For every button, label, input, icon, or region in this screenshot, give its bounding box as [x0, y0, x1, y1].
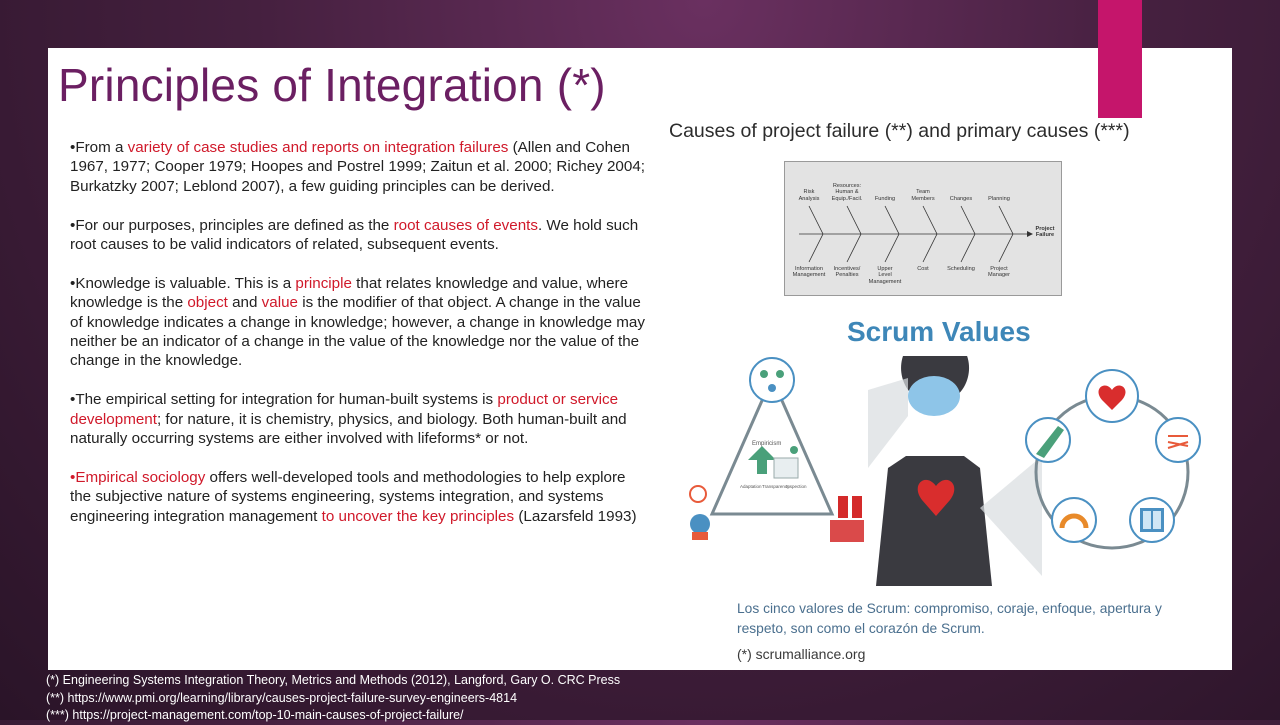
inspection-label: Inspection	[786, 484, 807, 489]
adaptation-icon	[689, 485, 710, 540]
text-run: . We hold such root causes to be valid i…	[70, 216, 639, 254]
text-run: is the modifier of that object. A change…	[70, 294, 645, 370]
highlighted-phrase: •Empirical sociology	[70, 468, 206, 486]
fishbone-ribs	[808, 205, 1014, 263]
fishbone-lines	[799, 205, 1033, 263]
scrum-caption: Los cinco valores de Scrum: compromiso, …	[737, 601, 1162, 636]
text-run: ; for nature, it is chemistry, physics, …	[70, 410, 627, 448]
gift-icon	[830, 492, 864, 542]
highlighted-phrase: value	[261, 294, 298, 312]
bullet-paragraph: •Knowledge is valuable. This is a princi…	[70, 274, 650, 371]
text-run: •From a	[70, 139, 128, 156]
light-beam-left	[868, 378, 908, 468]
scrum-values-illustration: Empiricism Adaptation Transparency Inspe…	[689, 356, 1201, 586]
fishbone-cause-label: Resources:Human &Equip./Facil.	[831, 182, 863, 202]
team-icon	[749, 357, 795, 403]
fishbone-cause-label: Cost	[917, 266, 929, 272]
fishbone-cause-label: Funding	[874, 195, 896, 202]
slide-title: Principles of Integration (*)	[58, 59, 606, 111]
text-run: (Lazarsfeld 1993)	[514, 507, 637, 525]
fishbone-arrow	[1027, 231, 1033, 237]
adaptation-label: Adaptation	[740, 484, 762, 489]
highlighted-phrase: product or service development	[70, 391, 619, 428]
body-text: •From a variety of case studies and repo…	[70, 138, 650, 545]
highlighted-phrase: object	[187, 294, 228, 312]
footnote-1: (*) Engineering Systems Integration Theo…	[46, 673, 621, 687]
footnote-2: (**) https://www.pmi.org/learning/librar…	[46, 690, 518, 705]
bullet-paragraph: •The empirical setting for integration f…	[70, 390, 650, 448]
respect-icon	[1051, 497, 1097, 543]
heart-icon	[917, 479, 955, 516]
scrum-source: (*) scrumalliance.org	[737, 646, 866, 662]
fishbone-cause-label: Changes	[949, 195, 973, 202]
highlighted-phrase: variety of case studies and reports on i…	[127, 139, 509, 156]
text-run: •Knowledge is valuable. This is a	[70, 274, 296, 292]
highlighted-phrase: principle	[295, 274, 352, 292]
empiricism-triangle	[709, 374, 835, 516]
text-run: offers well-developed tools and methodol…	[70, 468, 626, 525]
text-run: •For our purposes, principles are define…	[70, 216, 394, 234]
transparency-label: Transparency	[762, 484, 790, 489]
empiricism-label: Empiricism	[752, 441, 781, 447]
fishbone-cause-label: Planning	[988, 195, 1010, 202]
bullet-paragraph: •From a variety of case studies and repo…	[70, 138, 650, 196]
fishbone-cause-label: Incentives/Penalties	[833, 266, 861, 279]
focus-icon	[1155, 417, 1201, 463]
brain-icon	[908, 376, 960, 416]
light-beam-right	[980, 456, 1042, 576]
fishbone-cause-label: Scheduling	[947, 266, 975, 272]
text-run: that relates knowledge and value, where …	[70, 274, 629, 312]
bullet-paragraph: •For our purposes, principles are define…	[70, 216, 650, 255]
body-silhouette	[876, 456, 992, 586]
heart-value-icon	[1098, 385, 1126, 410]
chart-title: Causes of project failure (**) and prima…	[669, 120, 1130, 142]
empiricism-icon	[748, 446, 799, 479]
highlighted-phrase: root causes of events	[393, 216, 538, 234]
highlighted-phrase: to uncover the key principles	[321, 507, 515, 525]
accent-bar	[1098, 0, 1142, 118]
text-run: and	[227, 294, 262, 312]
text-run: (Allen and Cohen 1967, 1977; Cooper 1979…	[70, 139, 645, 195]
footnote-3: (***) https://project-management.com/top…	[46, 708, 464, 722]
footnotes: (*) Engineering Systems Integration Theo…	[46, 672, 620, 725]
text-run: •The empirical setting for integration f…	[70, 391, 498, 409]
scrum-values-title: Scrum Values	[847, 316, 1031, 347]
bullet-paragraph: •Empirical sociology offers well-develop…	[70, 468, 650, 526]
